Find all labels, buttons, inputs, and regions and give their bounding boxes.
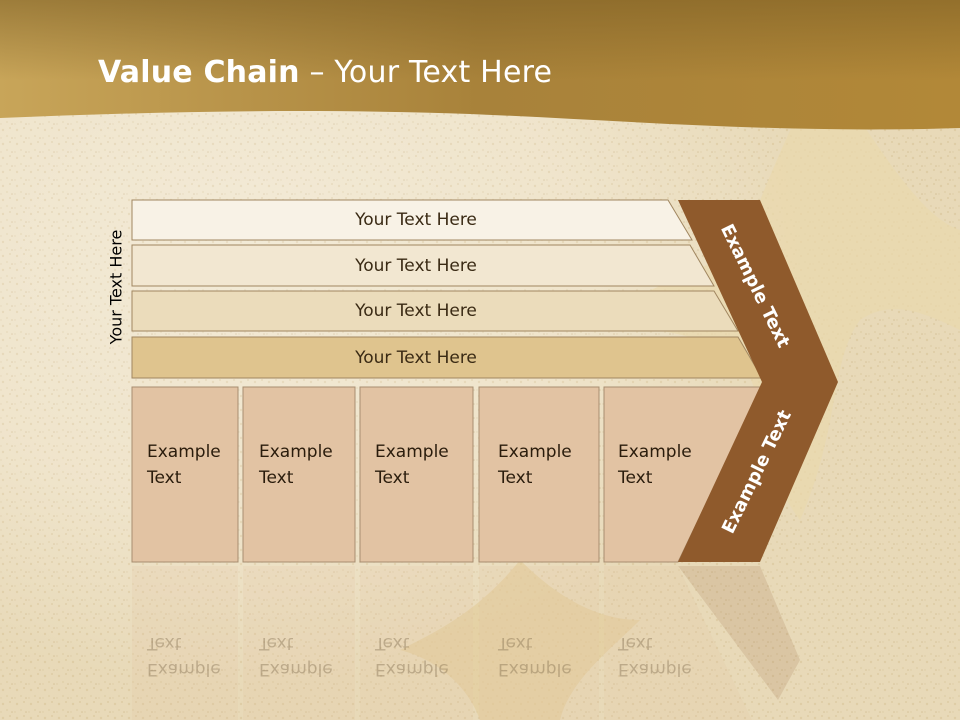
primary-column-reflection-2 bbox=[243, 566, 355, 720]
support-bar-3 bbox=[131, 290, 739, 332]
title-rest: – Your Text Here bbox=[299, 55, 553, 90]
primary-column-2 bbox=[242, 386, 356, 563]
primary-column-reflection-1 bbox=[132, 566, 238, 720]
primary-column-line: Example bbox=[259, 442, 333, 462]
primary-column-line: Text bbox=[618, 468, 653, 488]
support-bar-label-3: Your Text Here bbox=[355, 301, 477, 321]
primary-column-line: Text bbox=[259, 468, 294, 488]
support-bar-label-2: Your Text Here bbox=[355, 255, 477, 276]
slide-title: Value Chain – Your Text Here bbox=[98, 55, 552, 90]
support-bar-2 bbox=[131, 244, 715, 287]
margin-chevron bbox=[678, 200, 838, 562]
primary-column-line: Example bbox=[147, 442, 221, 462]
primary-column-line: Text bbox=[498, 468, 533, 488]
primary-column-reflection-5 bbox=[604, 566, 752, 720]
primary-column-line: Text bbox=[375, 468, 410, 488]
primary-column-line: Example bbox=[375, 442, 449, 462]
primary-column-1 bbox=[131, 386, 239, 563]
margin-chevron-reflection bbox=[678, 566, 800, 700]
support-bar-1 bbox=[131, 199, 693, 241]
primary-column-reflection-3 bbox=[360, 566, 473, 720]
primary-column-line: Text bbox=[147, 468, 182, 488]
primary-column-4 bbox=[478, 386, 600, 563]
primary-column-3 bbox=[359, 386, 474, 563]
primary-column-line: Example bbox=[618, 442, 692, 462]
title-bold: Value Chain bbox=[98, 55, 300, 90]
primary-column-reflection-4 bbox=[479, 566, 599, 720]
support-bar-label-4: Your Text Here bbox=[355, 347, 477, 368]
primary-column-line: Example bbox=[498, 442, 572, 462]
support-bar-label-1: Your Text Here bbox=[355, 210, 477, 230]
